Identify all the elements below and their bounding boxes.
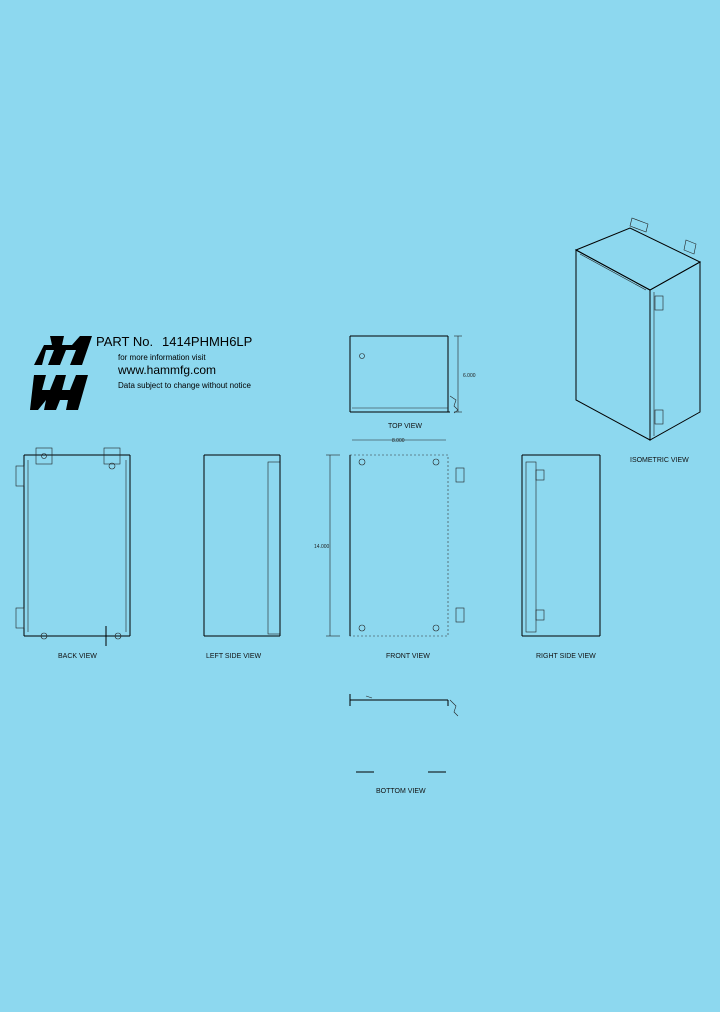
front-view-drawing xyxy=(326,439,465,637)
isometric-view-label: ISOMETRIC VIEW xyxy=(630,457,689,464)
isometric-view-drawing xyxy=(574,217,702,441)
website-link[interactable]: www.hammfg.com xyxy=(117,363,216,377)
top-depth-dim: 6.000 xyxy=(463,373,476,379)
right-side-view-label: RIGHT SIDE VIEW xyxy=(536,653,596,660)
back-view-drawing xyxy=(15,447,131,646)
front-width-dim: 8.000 xyxy=(392,438,405,444)
top-view-label: TOP VIEW xyxy=(388,423,422,430)
part-label: PART No. xyxy=(96,334,153,349)
bottom-view-drawing xyxy=(349,694,459,773)
bottom-view-label: BOTTOM VIEW xyxy=(376,788,426,795)
hammond-logo xyxy=(30,336,92,410)
left-side-view-drawing xyxy=(203,454,281,637)
right-side-view-drawing xyxy=(521,454,601,637)
part-number: 1414PHMH6LP xyxy=(162,334,252,349)
front-height-dim: 14.000 xyxy=(314,544,330,550)
info-line: for more information visit xyxy=(118,353,206,362)
top-view-drawing xyxy=(349,335,462,414)
notice-text: Data subject to change without notice xyxy=(118,381,252,390)
back-view-label: BACK VIEW xyxy=(58,653,97,660)
left-side-view-label: LEFT SIDE VIEW xyxy=(206,653,261,660)
front-view-label: FRONT VIEW xyxy=(386,653,430,660)
